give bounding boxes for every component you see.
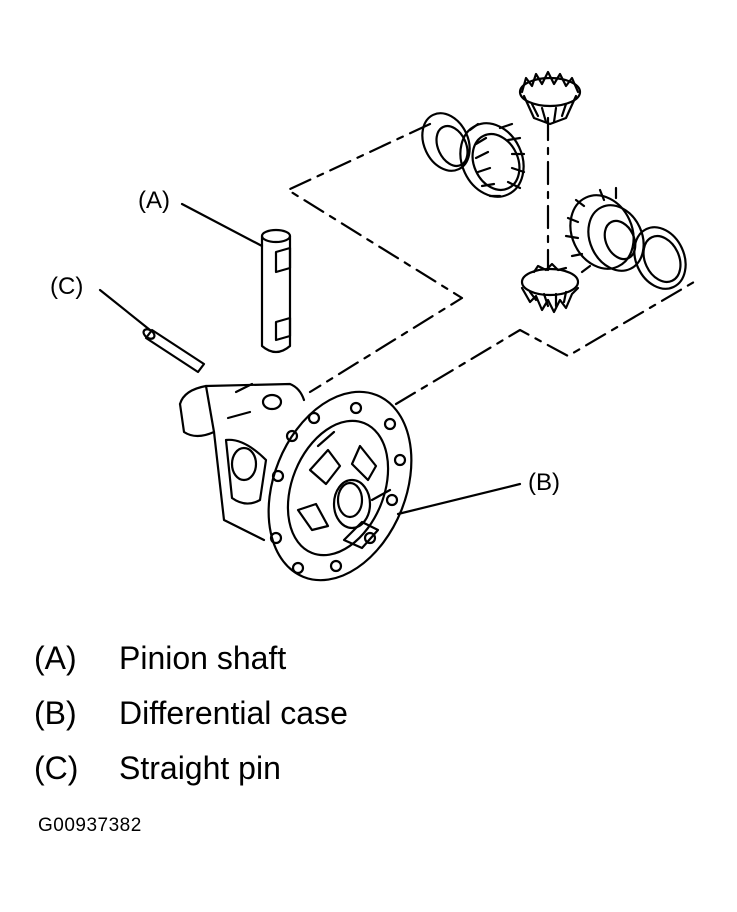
pinion-shaft [260,228,292,354]
legend-code: (B) [34,695,77,731]
leader-line-c [98,288,152,332]
pinion-gear-top [518,70,582,126]
legend-label: Pinion shaft [119,640,287,676]
callout-c: (C) [50,273,83,300]
legend-label: Differential case [119,695,348,731]
legend-item-c: (C) Straight pin [34,750,348,805]
callout-a: (A) [138,187,170,214]
figure-id: G00937382 [38,815,142,836]
legend-label: Straight pin [119,750,281,786]
parts-legend: (A) Pinion shaft (B) Differential case (… [34,640,348,805]
straight-pin [142,328,206,374]
side-gear-upper [421,112,526,198]
callout-b: (B) [528,469,560,496]
legend-code: (C) [34,750,79,786]
legend-item-b: (B) Differential case [34,695,348,750]
leader-line-a [180,202,264,248]
differential-exploded-diagram: (A) (C) (B) [50,70,696,582]
legend-item-a: (A) Pinion shaft [34,640,348,695]
pinion-gear-bottom [520,262,580,314]
legend-code: (A) [34,640,77,676]
side-gear-right [564,186,687,290]
leader-line-b [396,482,522,516]
assembly-guide-lines [286,116,696,406]
differential-case [178,382,413,582]
